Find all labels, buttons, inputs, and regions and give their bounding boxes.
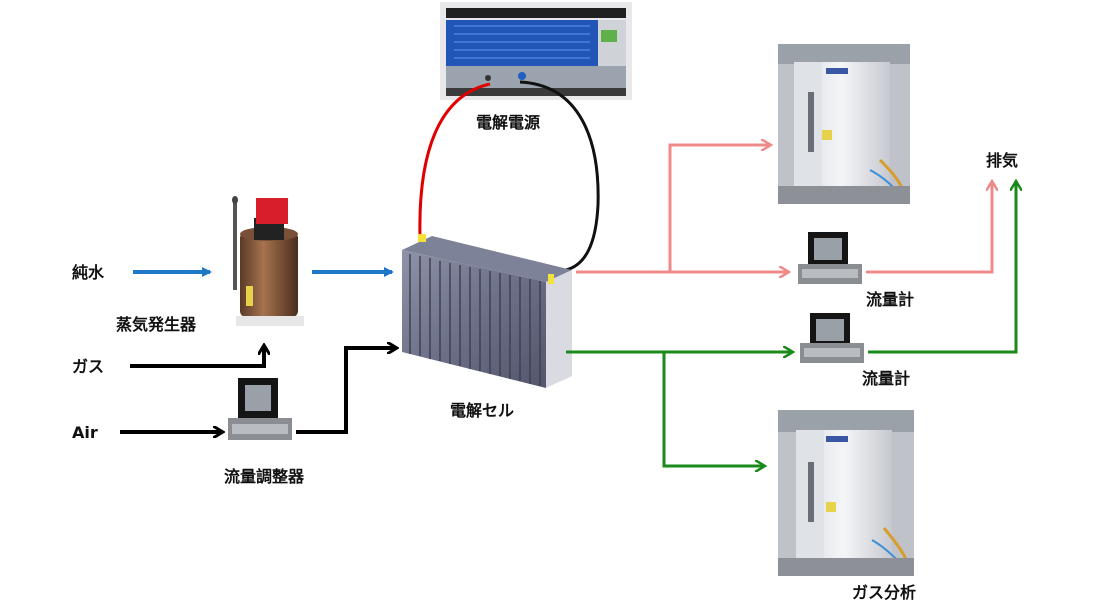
flow-meter-1-image — [798, 232, 862, 284]
power-supply-label: 電解電源 — [476, 113, 540, 132]
flow-controller-image — [228, 378, 292, 440]
flow-meter-2-image — [800, 313, 864, 363]
exhaust-label: 排気 — [986, 151, 1018, 170]
negative-wire — [519, 80, 600, 272]
green-to-gas-analysis-arrow — [662, 352, 764, 466]
flow-controller-label: 流量調整器 — [224, 467, 305, 486]
analyzer-bottom-image — [778, 410, 914, 576]
pink-to-exhaust-arrow — [866, 182, 992, 274]
gas-analysis-label: ガス分析 — [852, 583, 916, 602]
air-label: Air — [72, 423, 98, 442]
electrolysis-cell-label: 電解セル — [450, 401, 514, 420]
analyzer-top-image — [778, 44, 910, 204]
pure-water-label: 純水 — [72, 263, 105, 282]
flow-meter-1-label: 流量計 — [866, 290, 914, 309]
positive-wire — [418, 82, 491, 239]
flow-meter-2-label: 流量計 — [862, 369, 910, 388]
controller-to-cell-arrow — [296, 348, 396, 434]
electrolysis-cell-image — [402, 234, 572, 388]
steam-generator-label: 蒸気発生器 — [116, 315, 197, 334]
pink-to-top-analyzer-arrow — [668, 145, 770, 272]
steam-generator-image — [232, 196, 304, 326]
power-supply-image — [440, 2, 632, 100]
gas-to-steam-arrow — [130, 346, 264, 368]
green-to-exhaust-arrow — [868, 182, 1016, 354]
gas-label: ガス — [72, 357, 104, 376]
